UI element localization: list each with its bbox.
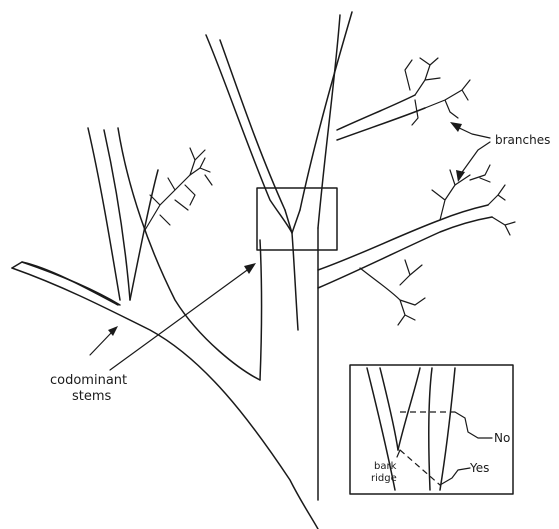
twigs-a (405, 58, 440, 95)
twigs-g (400, 260, 422, 285)
rub-upper (337, 95, 415, 130)
twigs-d (488, 185, 515, 235)
bark-label-1: bark (374, 461, 397, 472)
branches-arrow-lower (460, 142, 490, 175)
branches-label: branches (495, 133, 550, 147)
inset-stem-c (398, 368, 420, 450)
no-label: No (494, 431, 510, 445)
twigs-h (145, 158, 210, 230)
twigs-f (360, 268, 425, 325)
yes-label: Yes (469, 461, 489, 475)
right-upper-branch (337, 58, 470, 140)
arrowhead-lower (456, 170, 465, 182)
codominant-arrow-left (90, 332, 112, 355)
no-leader (455, 412, 492, 438)
v-right-inner (300, 12, 352, 210)
yes-leader (440, 468, 470, 485)
v-below-crotch (292, 233, 298, 330)
bark-leader (397, 450, 400, 457)
left-branch-lower-edge (12, 262, 120, 305)
twigs-j (185, 175, 212, 205)
codominant-arrow-right (110, 268, 250, 370)
codominant-label-2: stems (72, 389, 112, 404)
inset-detail: No Yes bark ridge (350, 365, 513, 494)
arrowhead-upper (450, 122, 462, 132)
left-branch-upper-edge (22, 262, 118, 305)
inset-dash-yes (400, 450, 440, 485)
inset-stem-d (429, 368, 432, 490)
twigs-c (432, 170, 470, 220)
codominant-label-1: codominant (50, 373, 127, 388)
central-v-stems (206, 12, 352, 500)
rlb-upper (318, 205, 488, 270)
branches-arrow-upper (455, 126, 490, 138)
v-left-outer (206, 35, 292, 233)
v-crotch (285, 210, 300, 233)
left-stem-outer (88, 128, 120, 300)
branches-annotation: branches (450, 122, 550, 182)
rlb-lower (318, 217, 492, 288)
trunk-left-edge (12, 268, 318, 529)
inset-stem-b (380, 368, 398, 450)
twigs-i (160, 148, 205, 225)
left-stem-inner (104, 130, 130, 300)
bark-label-2: ridge (371, 473, 397, 484)
stem-b-right (260, 240, 262, 380)
trunk (12, 262, 318, 529)
twigs-e (470, 165, 490, 182)
left-stem-twigs (145, 148, 212, 230)
arrowhead-codom-right (244, 263, 256, 274)
left-stem-fork (130, 170, 158, 300)
inset-stem-e (440, 368, 455, 490)
v-left-inner (220, 40, 285, 210)
right-lower-branch (318, 165, 515, 325)
